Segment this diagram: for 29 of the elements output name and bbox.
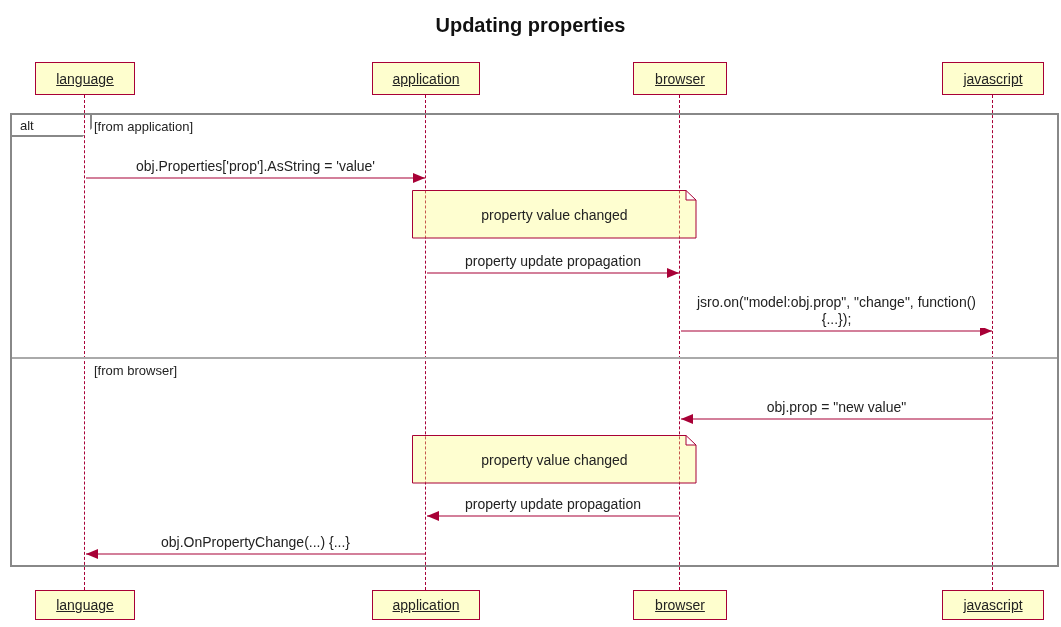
participant-box: javascript xyxy=(942,62,1044,95)
message-arrow xyxy=(680,326,993,336)
participant-box: application xyxy=(372,62,480,95)
message-arrow xyxy=(426,511,680,521)
message-label: property update propagation xyxy=(463,496,643,513)
message-arrow xyxy=(680,414,993,424)
diagram-title: Updating properties xyxy=(434,14,627,37)
message-label: property update propagation xyxy=(463,253,643,270)
note-box: property value changed xyxy=(412,190,697,239)
frame-tab-label: alt xyxy=(12,115,92,137)
participant-box: browser xyxy=(633,590,727,620)
participant-box: language xyxy=(35,590,135,620)
participant-box: language xyxy=(35,62,135,95)
lifeline xyxy=(84,95,86,590)
note-box: property value changed xyxy=(412,435,697,484)
lifeline xyxy=(679,95,681,590)
guard-label: [from application] xyxy=(94,119,193,134)
participant-box: javascript xyxy=(942,590,1044,620)
participant-box: application xyxy=(372,590,480,620)
message-label: obj.prop = "new value" xyxy=(764,399,909,416)
message-label: obj.Properties['prop'].AsString = 'value' xyxy=(133,158,378,175)
message-arrow xyxy=(426,268,680,278)
lifeline xyxy=(992,95,994,590)
message-label: obj.OnPropertyChange(...) {...} xyxy=(158,534,353,551)
lifeline xyxy=(425,95,427,590)
participant-box: browser xyxy=(633,62,727,95)
message-arrow xyxy=(85,173,426,183)
message-arrow xyxy=(85,549,426,559)
guard-label: [from browser] xyxy=(94,363,178,378)
